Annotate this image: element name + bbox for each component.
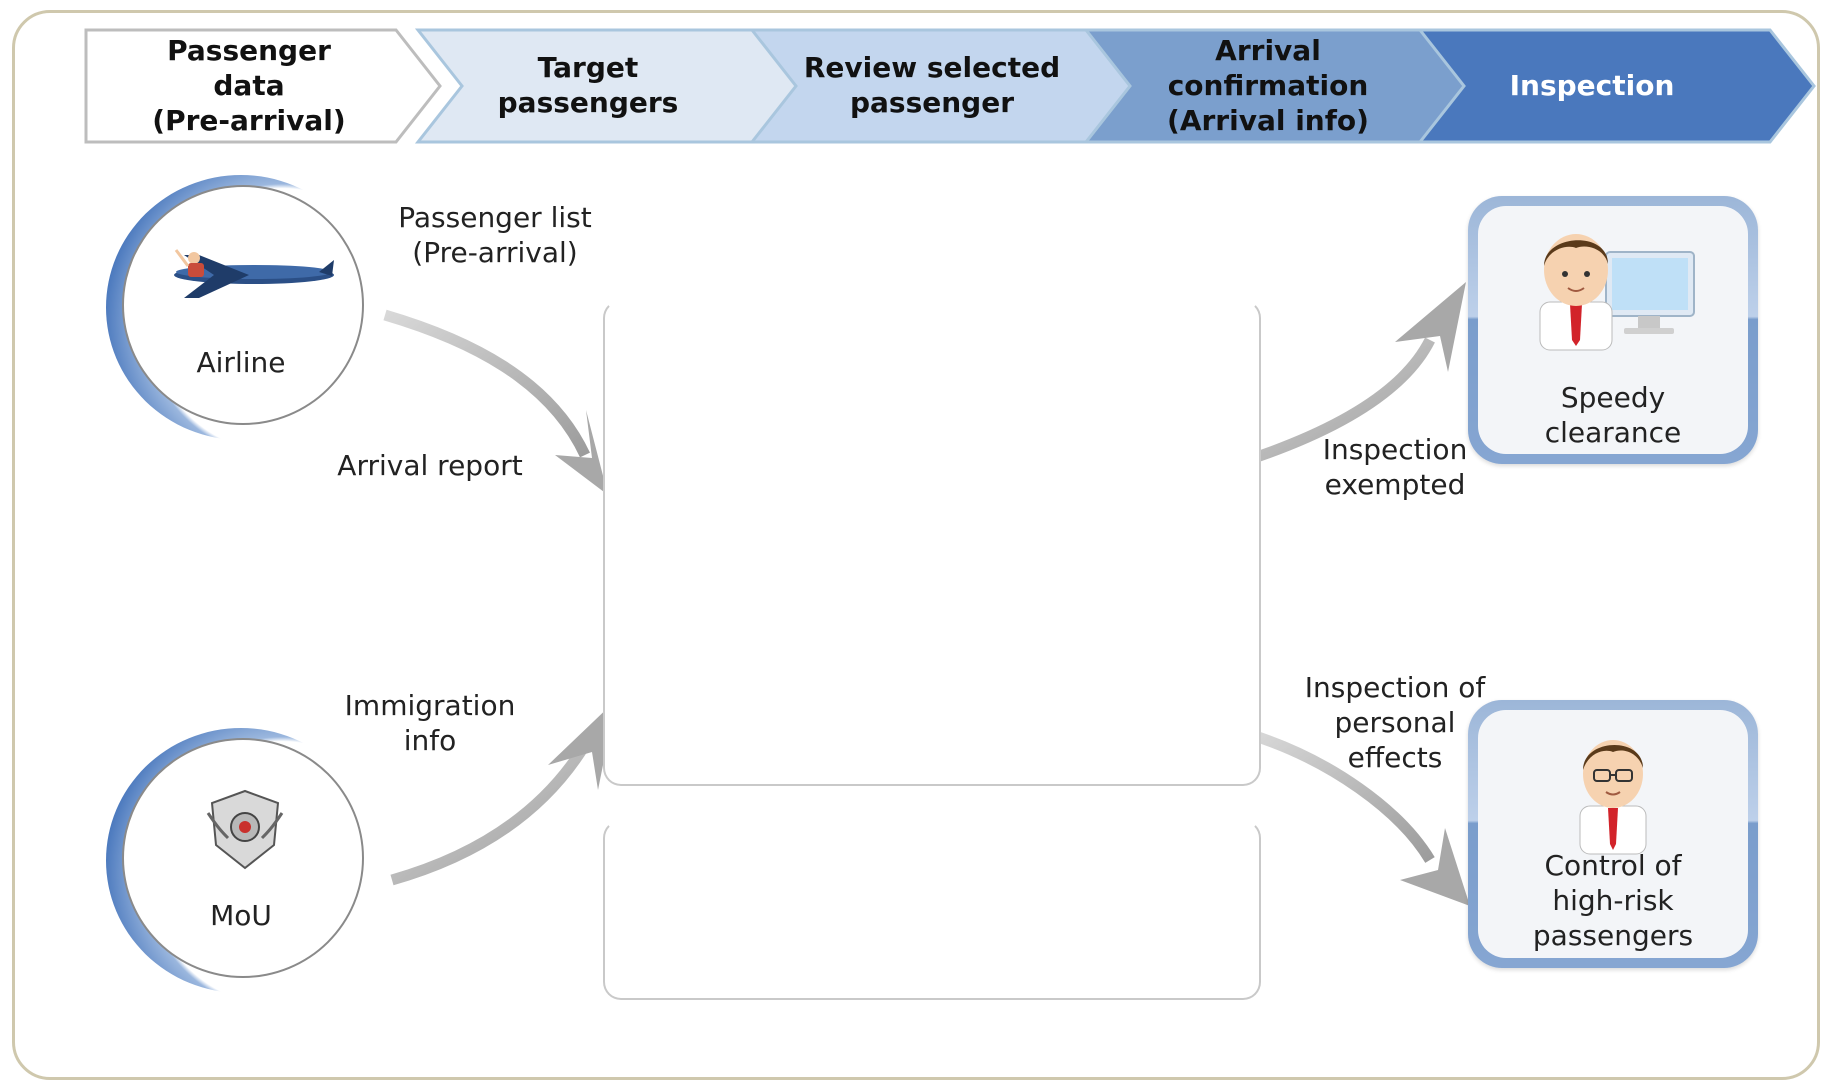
arrow-inspection-personal: [1250, 729, 1470, 906]
label-line: clearance: [1544, 416, 1682, 449]
stage-label-line: confirmation: [1167, 68, 1369, 102]
arrow-immigration-info: [390, 700, 616, 886]
inspection-personal-label: Inspection of personal effects: [1290, 670, 1500, 775]
center-process-box: [603, 300, 1261, 786]
stage-label-line: (Arrival info): [1167, 103, 1369, 137]
label-line: (Pre-arrival): [412, 236, 578, 269]
stage-label-line: Target: [537, 51, 639, 84]
airline-node: Airline: [106, 175, 386, 443]
mou-node: MoU: [106, 728, 386, 996]
label-line: high-risk: [1552, 884, 1674, 917]
stage-chevron-4: [1416, 28, 1816, 144]
label-line: personal: [1334, 706, 1456, 739]
label-line: Immigration: [344, 689, 516, 722]
label-line: info: [403, 724, 457, 757]
passenger-list-label: Passenger list (Pre-arrival): [390, 200, 600, 270]
label-line: Control of: [1544, 849, 1682, 882]
card-inner: [1478, 206, 1748, 454]
label-line: Inspection: [1322, 433, 1468, 466]
label-line: Inspection of: [1304, 671, 1486, 704]
stage-label-line: Inspection: [1509, 68, 1675, 102]
stage-label-line: Arrival: [1215, 33, 1321, 67]
mou-label: MoU: [210, 899, 272, 932]
speedy-clearance-label: Speedy clearance: [1468, 380, 1758, 450]
high-risk-label: Control of high-risk passengers: [1468, 848, 1758, 953]
officer-computer-icon: [1539, 234, 1695, 351]
stage-inspection: Inspection: [1432, 30, 1752, 140]
arrival-report-label: Arrival report: [337, 449, 523, 482]
arrow-passenger-list: [383, 309, 608, 495]
stage-label-line: data: [213, 68, 285, 102]
stage-label-line: passengers: [497, 86, 679, 119]
label-line: Speedy: [1560, 381, 1666, 414]
stage-label-line: passenger: [849, 86, 1015, 119]
emblem-icon: [206, 789, 284, 870]
stage-label-line: (Pre-arrival): [152, 103, 346, 137]
stage-chevrons: [84, 28, 1816, 144]
label-line: exempted: [1324, 468, 1466, 501]
label-line: effects: [1347, 741, 1443, 774]
airplane-icon: [174, 249, 334, 298]
airline-label: Airline: [196, 346, 286, 379]
stage-chevron-0: [84, 28, 442, 144]
immigration-info-label: Immigration info: [330, 688, 530, 758]
high-risk-card: Control of high-risk passengers: [1468, 700, 1758, 968]
label-line: passengers: [1532, 919, 1694, 952]
inspection-exempted-label: Inspection exempted: [1300, 432, 1490, 502]
stage-label-line: Passenger: [167, 33, 331, 67]
arrow-inspection-exempted: [1240, 282, 1466, 468]
officer-glasses-icon: [1579, 740, 1647, 855]
speedy-clearance-card: Speedy clearance: [1468, 196, 1758, 464]
airline-disc: [122, 185, 364, 425]
stage-label-line: Review selected: [803, 51, 1061, 84]
center-lower-box: [603, 820, 1261, 1000]
label-line: Passenger list: [398, 201, 592, 234]
